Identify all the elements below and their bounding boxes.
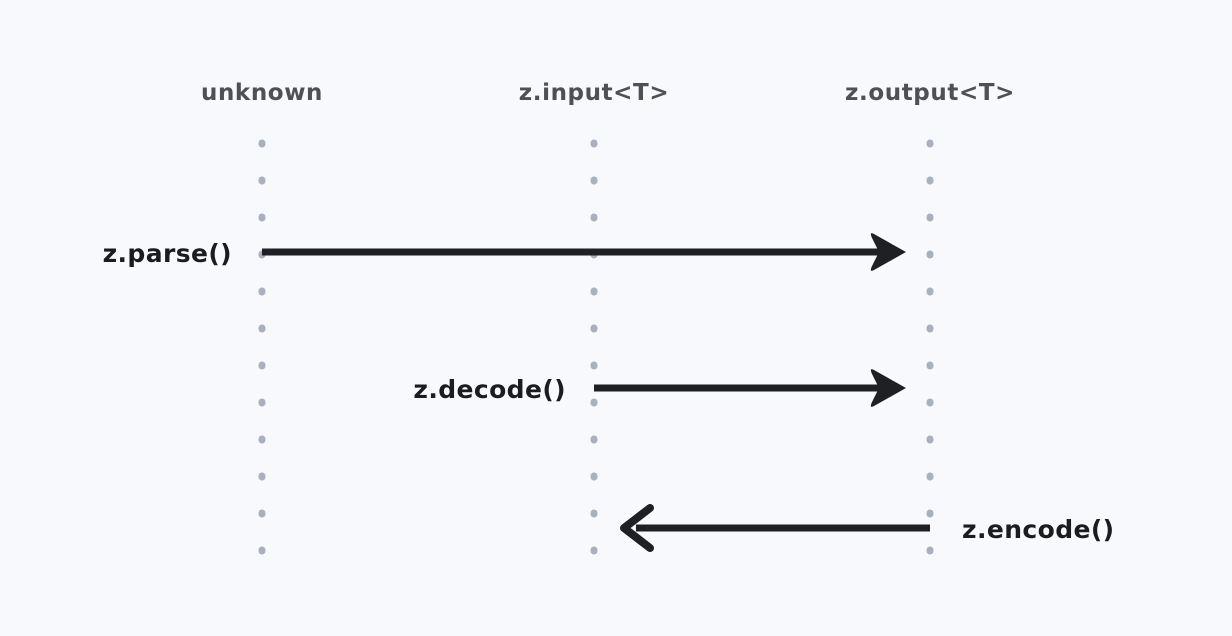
message-z-parse: z.parse() — [103, 233, 906, 271]
participant-label-z-input: z.input<T> — [519, 80, 669, 106]
message-label-z-decode: z.decode() — [413, 375, 566, 404]
message-label-z-encode: z.encode() — [962, 515, 1115, 544]
arrowhead-right-z-decode — [870, 369, 906, 407]
message-z-encode: z.encode() — [620, 504, 1115, 552]
participant-label-unknown: unknown — [201, 80, 323, 106]
participant-label-z-output: z.output<T> — [845, 80, 1015, 106]
message-label-z-parse: z.parse() — [103, 239, 232, 268]
message-z-decode: z.decode() — [413, 369, 906, 407]
arrowhead-right-z-parse — [870, 233, 906, 271]
arrowhead-left-z-encode — [620, 504, 654, 552]
